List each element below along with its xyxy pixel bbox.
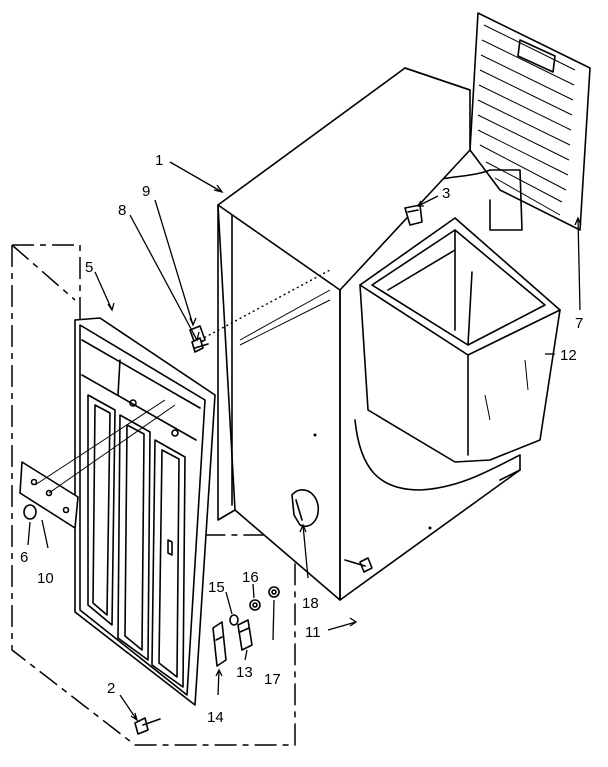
part-front-panel (74, 317, 216, 706)
callout-12: 12 (560, 347, 577, 364)
callout-7: 7 (575, 315, 583, 332)
callout-18: 18 (302, 595, 319, 612)
callout-14: 14 (207, 709, 224, 726)
callout-11: 11 (305, 624, 321, 641)
dashed-group-outline (11, 244, 296, 746)
part-cabinet (217, 67, 521, 601)
part-screw-11 (344, 557, 373, 573)
part-switch-14 (212, 621, 227, 667)
part-screw-2 (134, 717, 161, 735)
part-nut-17 (268, 586, 280, 598)
callout-8: 8 (118, 202, 126, 219)
callout-16: 16 (242, 569, 259, 586)
callout-15: 15 (208, 579, 225, 596)
callout-5: 5 (85, 259, 93, 276)
callout-1: 1 (155, 152, 163, 169)
callout-arrows (27, 161, 582, 722)
callout-17: 17 (264, 671, 281, 688)
part-screw-8 (191, 337, 209, 353)
part-bumper-6 (23, 504, 37, 520)
assembly-leader-lines (34, 269, 331, 494)
callout-10: 10 (37, 570, 54, 587)
part-grille-panel (469, 12, 591, 231)
part-washer-15 (229, 614, 239, 626)
part-bucket (359, 217, 561, 463)
callout-3: 3 (442, 185, 450, 202)
callout-labels: 1 2 3 5 6 7 8 9 10 11 12 13 14 15 16 17 … (20, 152, 583, 726)
callout-13: 13 (236, 664, 253, 681)
callout-6: 6 (20, 549, 28, 566)
callout-9: 9 (142, 183, 150, 200)
part-pivot-3 (404, 204, 423, 226)
part-nut-16 (249, 599, 261, 611)
callout-2: 2 (107, 680, 115, 697)
part-switch-13 (237, 619, 253, 651)
